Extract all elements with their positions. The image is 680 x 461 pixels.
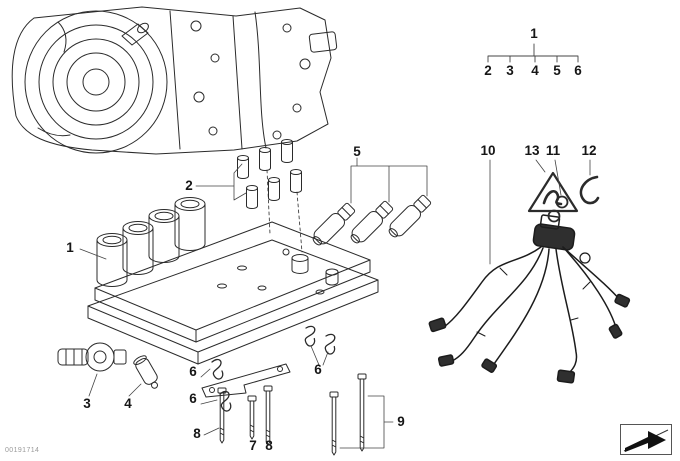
next-arrow-icon: [623, 429, 669, 452]
clip-part12: [579, 175, 600, 205]
diagram-code: 00191714: [5, 447, 40, 454]
callout-1: 1: [66, 240, 74, 255]
bolts-7-8: [217, 385, 273, 446]
next-diagram-button[interactable]: [620, 424, 672, 455]
callout-5: 5: [353, 144, 361, 159]
solenoids-part5: [312, 194, 432, 246]
callout-10: 10: [480, 143, 496, 158]
legend-child-6: 6: [574, 63, 582, 78]
solenoid-part4: [133, 355, 158, 389]
callout-12: 12: [581, 143, 597, 158]
callout-11: 11: [545, 143, 561, 158]
sleeves-part2: [237, 139, 303, 253]
callout-9: 9: [397, 414, 405, 429]
warning-triangle-part13: [527, 171, 579, 213]
valve-body: [87, 197, 379, 365]
callout-13: 13: [524, 143, 540, 158]
legend-child-4: 4: [531, 63, 539, 78]
callout-4: 4: [124, 396, 132, 411]
legend-parent: 1: [530, 26, 538, 41]
callout-3: 3: [83, 396, 91, 411]
legend-child-2: 2: [484, 63, 492, 78]
spring-clips-part6: [211, 325, 336, 412]
guide-bracket: [201, 363, 291, 398]
callout-8b: 8: [265, 438, 273, 453]
legend-child-3: 3: [506, 63, 514, 78]
bolts-9: [329, 373, 367, 456]
callout-8a: 8: [193, 426, 201, 441]
callout-7: 7: [249, 438, 257, 453]
solenoid-part3: [57, 342, 127, 372]
callout-6b: 6: [189, 391, 197, 406]
callout-2: 2: [185, 178, 193, 193]
legend-child-5: 5: [553, 63, 561, 78]
callout-6c: 6: [314, 362, 322, 377]
callout-6a: 6: [189, 364, 197, 379]
wiring-harness: [428, 214, 631, 384]
leader-lines: [79, 157, 591, 449]
transmission-housing: [11, 6, 338, 155]
o-rings-part11: [547, 195, 569, 223]
legend-bracket: [487, 43, 579, 63]
